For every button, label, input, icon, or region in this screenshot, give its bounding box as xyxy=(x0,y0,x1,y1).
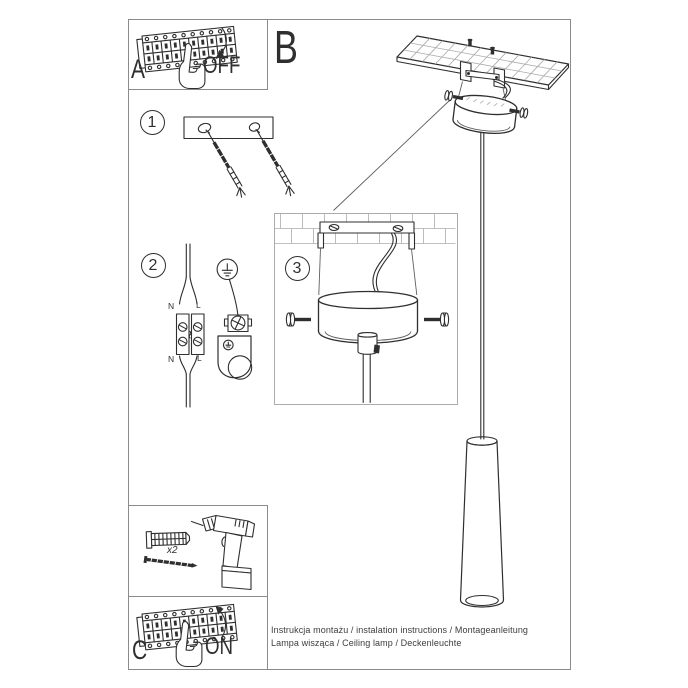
step-3-number: 3 xyxy=(284,255,310,281)
panel-c-box xyxy=(128,596,268,669)
screw-anchor-icon xyxy=(256,129,295,197)
drill-icon xyxy=(190,514,256,591)
canopy-3d xyxy=(452,94,518,134)
wire-label-n: N xyxy=(168,354,175,364)
mounting-bracket-drawing xyxy=(183,116,274,140)
anchor-quantity: x2 xyxy=(167,545,178,556)
wire-label-n: N xyxy=(168,301,175,311)
side-screw-icon xyxy=(285,312,311,327)
panel-a-label: A xyxy=(131,54,146,84)
wall-plug-icon xyxy=(145,531,191,549)
footer-line-1: Instrukcja montażu / instalation instruc… xyxy=(271,625,529,635)
cord-grip-drawing xyxy=(357,332,380,355)
leader-line xyxy=(333,99,451,211)
hanging-bracket-3d xyxy=(458,60,511,106)
ceiling-bracket-drawing xyxy=(317,221,418,296)
power-cable-drawing xyxy=(178,243,198,408)
canopy-drawing xyxy=(317,290,419,344)
side-screw-icon xyxy=(424,312,450,327)
arrow-down-icon xyxy=(215,27,227,60)
step3-inset-box xyxy=(274,213,458,405)
step-1-number: 1 xyxy=(139,109,165,135)
outer-frame xyxy=(128,19,571,670)
screw-anchor-icon xyxy=(207,131,246,198)
screw-icon xyxy=(143,555,198,568)
panel-a-box xyxy=(128,19,268,90)
terminal-block-drawing xyxy=(175,313,205,356)
arrow-up-icon xyxy=(215,605,227,638)
step-2-number: 2 xyxy=(140,252,166,278)
wire-label-l: L xyxy=(196,300,201,310)
tools-box xyxy=(128,505,268,597)
side-screw-icon xyxy=(444,90,464,102)
ceiling-panel-3d xyxy=(396,35,570,91)
on-label: ON xyxy=(205,633,234,660)
off-label: OFF xyxy=(203,52,241,79)
pendant-cable xyxy=(480,124,485,440)
wire-label-l: L xyxy=(197,353,202,363)
cone-shade-drawing xyxy=(459,436,505,608)
ground-clamp-drawing xyxy=(217,279,253,380)
canopy-wire xyxy=(372,232,398,296)
pendant-cable xyxy=(362,352,371,404)
side-screw-icon xyxy=(509,107,529,119)
earth-symbol-icon xyxy=(216,258,239,281)
footer-line-2: Lampa wisząca / Ceiling lamp / Deckenleu… xyxy=(271,637,462,648)
section-b-label: B xyxy=(274,21,298,73)
panel-c-label: C xyxy=(132,635,148,665)
